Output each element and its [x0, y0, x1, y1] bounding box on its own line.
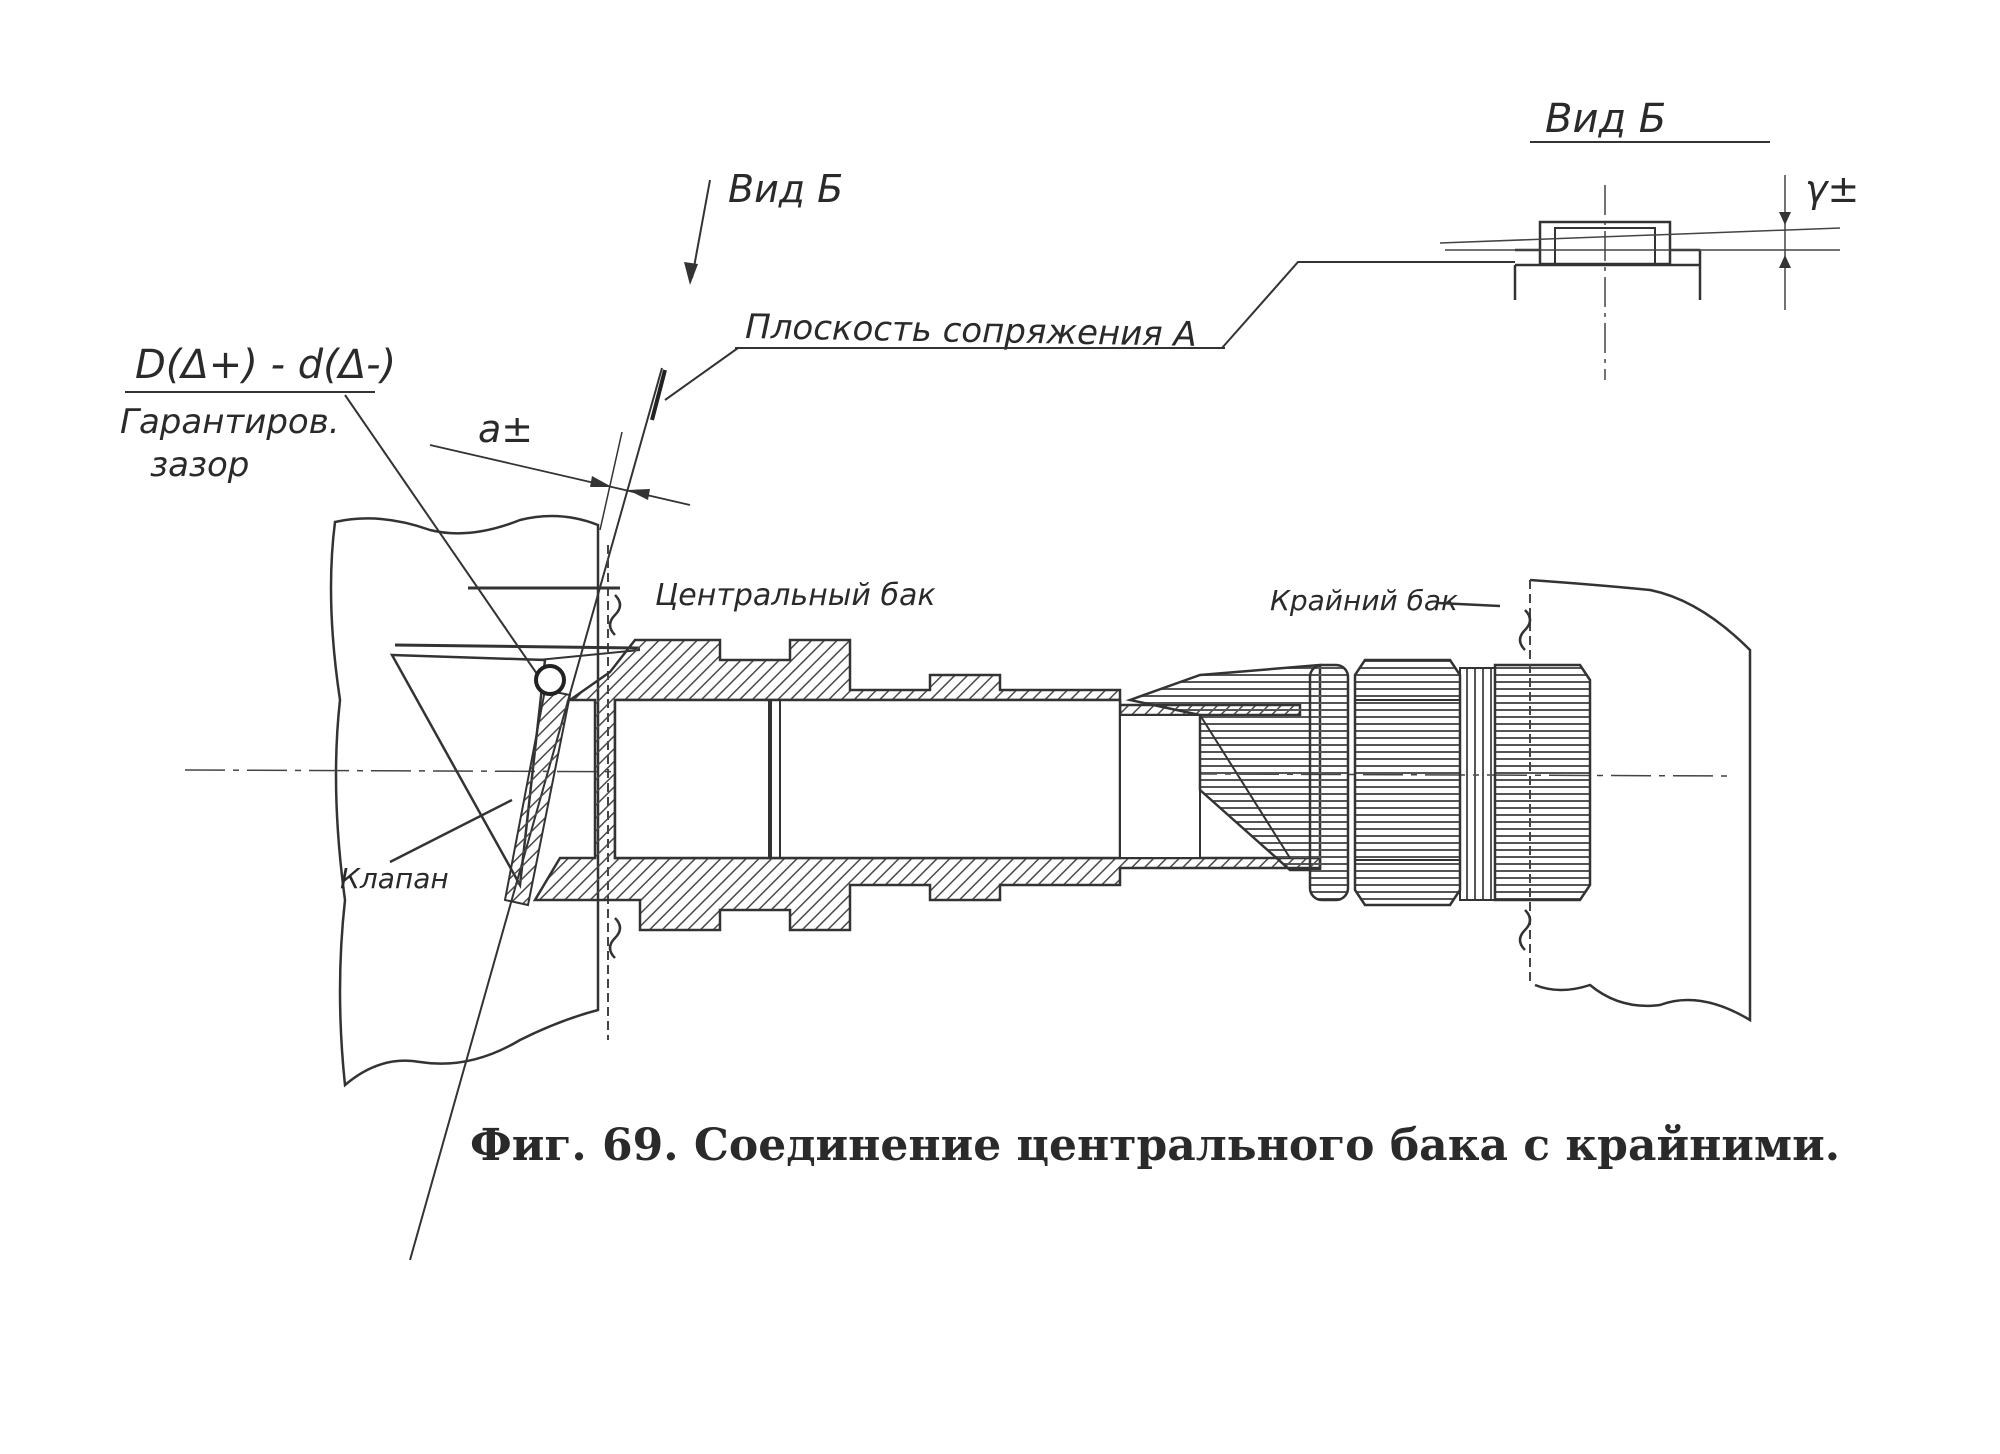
view-b-top-label: Вид Б: [1545, 96, 1666, 142]
valve-flap: [503, 688, 572, 907]
view-b-inset: Вид Б γ±: [1221, 96, 1859, 380]
valve-hinge: [534, 664, 566, 696]
guaranteed-clearance-line1: Гарантиров.: [120, 402, 340, 442]
coupling-collar: [1308, 663, 1350, 902]
left-wall-outline: [329, 514, 600, 1088]
pipe-bore: [613, 698, 1122, 860]
assembly-drawing: Центральный бак Крайний бак Клапан: [184, 514, 1752, 1088]
guaranteed-clearance-line2: зазор: [150, 445, 249, 485]
union-nut: [1353, 658, 1462, 907]
dim-a-label: a±: [478, 407, 533, 451]
mating-plane-leader: [1221, 261, 1515, 349]
right-wall-outline: [1529, 578, 1752, 1023]
dim-gamma-label: γ±: [1805, 167, 1859, 211]
view-b-body: [1513, 248, 1702, 300]
tapered-nose: [1125, 663, 1322, 872]
outer-nut: [1459, 667, 1496, 901]
figure-caption: Фиг. 69. Соединение центрального бака с …: [470, 1120, 1840, 1171]
mating-plane-label: Плоскость сопряжения А: [745, 307, 1197, 355]
tolerance-formula: D(Δ+) - d(Δ-): [135, 342, 396, 388]
valve-label: Клапан: [340, 862, 449, 895]
outer-tank-label: Крайний бак: [1270, 584, 1458, 617]
clearance-leader: [344, 394, 549, 691]
view-b-pointer-label: Вид Б: [728, 167, 843, 211]
annotations: Вид Б Плоскость сопряжения А D(Δ+) - d(Δ…: [120, 167, 1225, 1261]
central-tank-label: Центральный бак: [655, 578, 935, 613]
